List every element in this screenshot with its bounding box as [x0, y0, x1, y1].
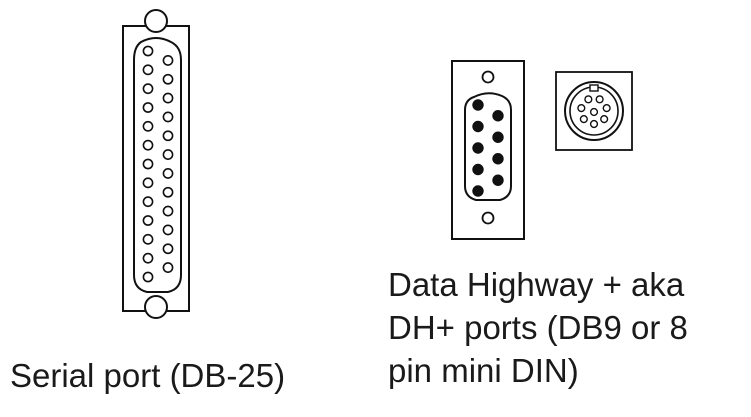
mini-din-pin	[589, 107, 599, 117]
mini-din-pin	[579, 115, 588, 124]
dh-plus-caption-line-1: Data Highway + aka	[388, 266, 685, 303]
db9-pin	[472, 163, 484, 176]
mini-din-pin	[602, 104, 611, 113]
db25-connector	[122, 9, 190, 319]
db25-pin	[162, 205, 174, 217]
db25-pin	[142, 139, 154, 151]
db25-pin	[162, 130, 174, 142]
db25-pin-field	[142, 45, 174, 283]
db25-shell	[133, 37, 182, 293]
mini-din-key-notch	[589, 84, 599, 92]
db25-pin	[162, 262, 174, 273]
db25-bottom-screw-hole	[144, 295, 168, 319]
db25-pin	[142, 158, 154, 170]
db25-pin	[162, 92, 174, 104]
db9-bottom-screw-hole	[481, 211, 495, 225]
dh-plus-caption-line-2: DH+ ports (DB9 or 8	[388, 309, 688, 346]
db9-top-screw-hole	[481, 70, 495, 84]
db25-top-screw-hole	[144, 9, 168, 33]
db25-pin	[142, 233, 154, 245]
dh-plus-caption-line-3: pin mini DIN)	[388, 352, 579, 389]
db9-pin-field	[472, 99, 504, 197]
db25-pin	[162, 149, 174, 160]
db25-pin	[142, 177, 154, 189]
mini-din-pin	[595, 95, 604, 104]
db25-pin	[142, 83, 154, 95]
db9-pin	[472, 120, 484, 133]
db25-pin	[142, 45, 154, 57]
db25-pin	[162, 55, 174, 66]
db25-pin	[162, 243, 174, 255]
db25-pin	[142, 252, 154, 264]
db9-pin	[492, 153, 504, 165]
db25-pin	[142, 196, 154, 208]
db25-pin	[162, 111, 174, 123]
mini-din-pin	[584, 95, 593, 104]
db9-pin	[472, 185, 484, 197]
serial-port-caption: Serial port (DB-25)	[10, 354, 285, 397]
db9-pin	[472, 142, 484, 154]
db9-shell	[464, 92, 512, 201]
db25-pin	[142, 64, 154, 76]
mini-din-pin	[589, 119, 599, 129]
db25-pin	[142, 271, 154, 283]
db9-pin	[492, 131, 504, 143]
db25-pin	[142, 215, 154, 226]
mini-din-pin	[577, 104, 586, 113]
db9-pin	[472, 99, 484, 111]
db25-pin	[162, 224, 174, 236]
db25-pin	[162, 168, 174, 179]
db25-pin	[162, 73, 174, 85]
serial-port-caption-text: Serial port (DB-25)	[10, 357, 286, 394]
db25-pin	[162, 186, 174, 198]
db25-pin	[142, 102, 154, 113]
mini-din-pin-field	[577, 95, 611, 129]
db9-pin	[492, 110, 504, 122]
db9-pin	[492, 174, 504, 186]
db25-pin	[142, 120, 154, 132]
dh-plus-caption: Data Highway + aka DH+ ports (DB9 or 8 p…	[388, 263, 688, 392]
mini-din-connector	[555, 71, 633, 151]
mini-din-pin	[600, 115, 609, 124]
db9-connector	[451, 60, 525, 240]
